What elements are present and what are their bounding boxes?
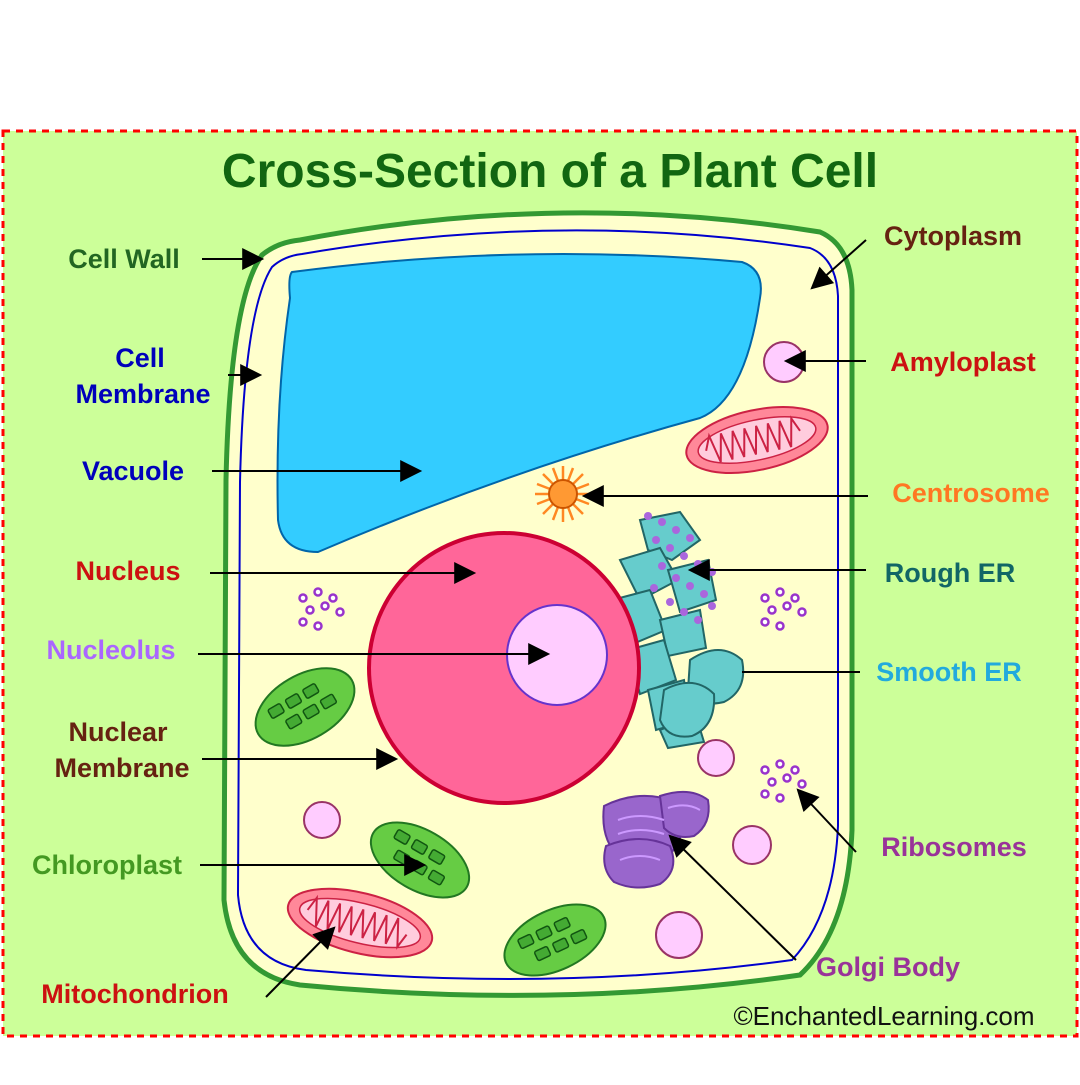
pointer-lines: [198, 239, 868, 998]
label-cell-membrane-line1: Cell: [115, 343, 165, 373]
label-nuclear-membrane-line2: Membrane: [54, 753, 189, 783]
centrosome: [535, 466, 591, 522]
label-nucleolus: Nucleolus: [46, 635, 175, 665]
label-rough-er: Rough ER: [885, 558, 1015, 588]
label-cell-membrane-line2: Membrane: [75, 379, 210, 409]
label-ribosomes: Ribosomes: [881, 832, 1027, 862]
chloroplast-left: [254, 667, 356, 747]
mitochondrion-upper: [685, 406, 829, 474]
label-smooth-er: Smooth ER: [876, 657, 1022, 687]
smooth-er: [658, 649, 745, 738]
ribosome-cluster-right-upper: [760, 587, 807, 631]
ribosome-cluster-left: [298, 587, 345, 631]
golgi-body-lines: [617, 804, 701, 861]
vesicle: [697, 739, 735, 777]
vacuole: [276, 253, 762, 554]
label-nucleus: Nucleus: [75, 556, 180, 586]
label-nuclear-membrane-line1: Nuclear: [68, 717, 168, 747]
vesicle: [732, 825, 772, 865]
pointer-golgi-body: [668, 834, 797, 961]
pointer-cytoplasm: [810, 239, 867, 290]
label-vacuole: Vacuole: [82, 456, 184, 486]
label-chloroplast: Chloroplast: [32, 850, 182, 880]
vesicle: [655, 911, 703, 959]
golgi-body: [602, 790, 710, 889]
diagram-title: Cross-Section of a Plant Cell: [222, 145, 878, 198]
copyright-text: ©EnchantedLearning.com: [733, 1001, 1034, 1031]
pointer-ribosomes: [796, 788, 857, 853]
label-centrosome: Centrosome: [892, 478, 1050, 508]
ribosome-cluster-right-lower: [760, 759, 807, 803]
nucleus: [367, 531, 641, 805]
vesicle: [303, 801, 341, 839]
chloroplast-bottom: [503, 903, 607, 977]
label-mitochondrion: Mitochondrion: [41, 979, 228, 1009]
label-amyloplast: Amyloplast: [890, 347, 1036, 377]
label-golgi-body: Golgi Body: [816, 952, 960, 982]
pointer-mitochondrion: [265, 926, 336, 998]
label-cell-wall: Cell Wall: [68, 244, 180, 274]
cell-membrane: [236, 229, 839, 980]
label-cytoplasm: Cytoplasm: [884, 221, 1022, 251]
